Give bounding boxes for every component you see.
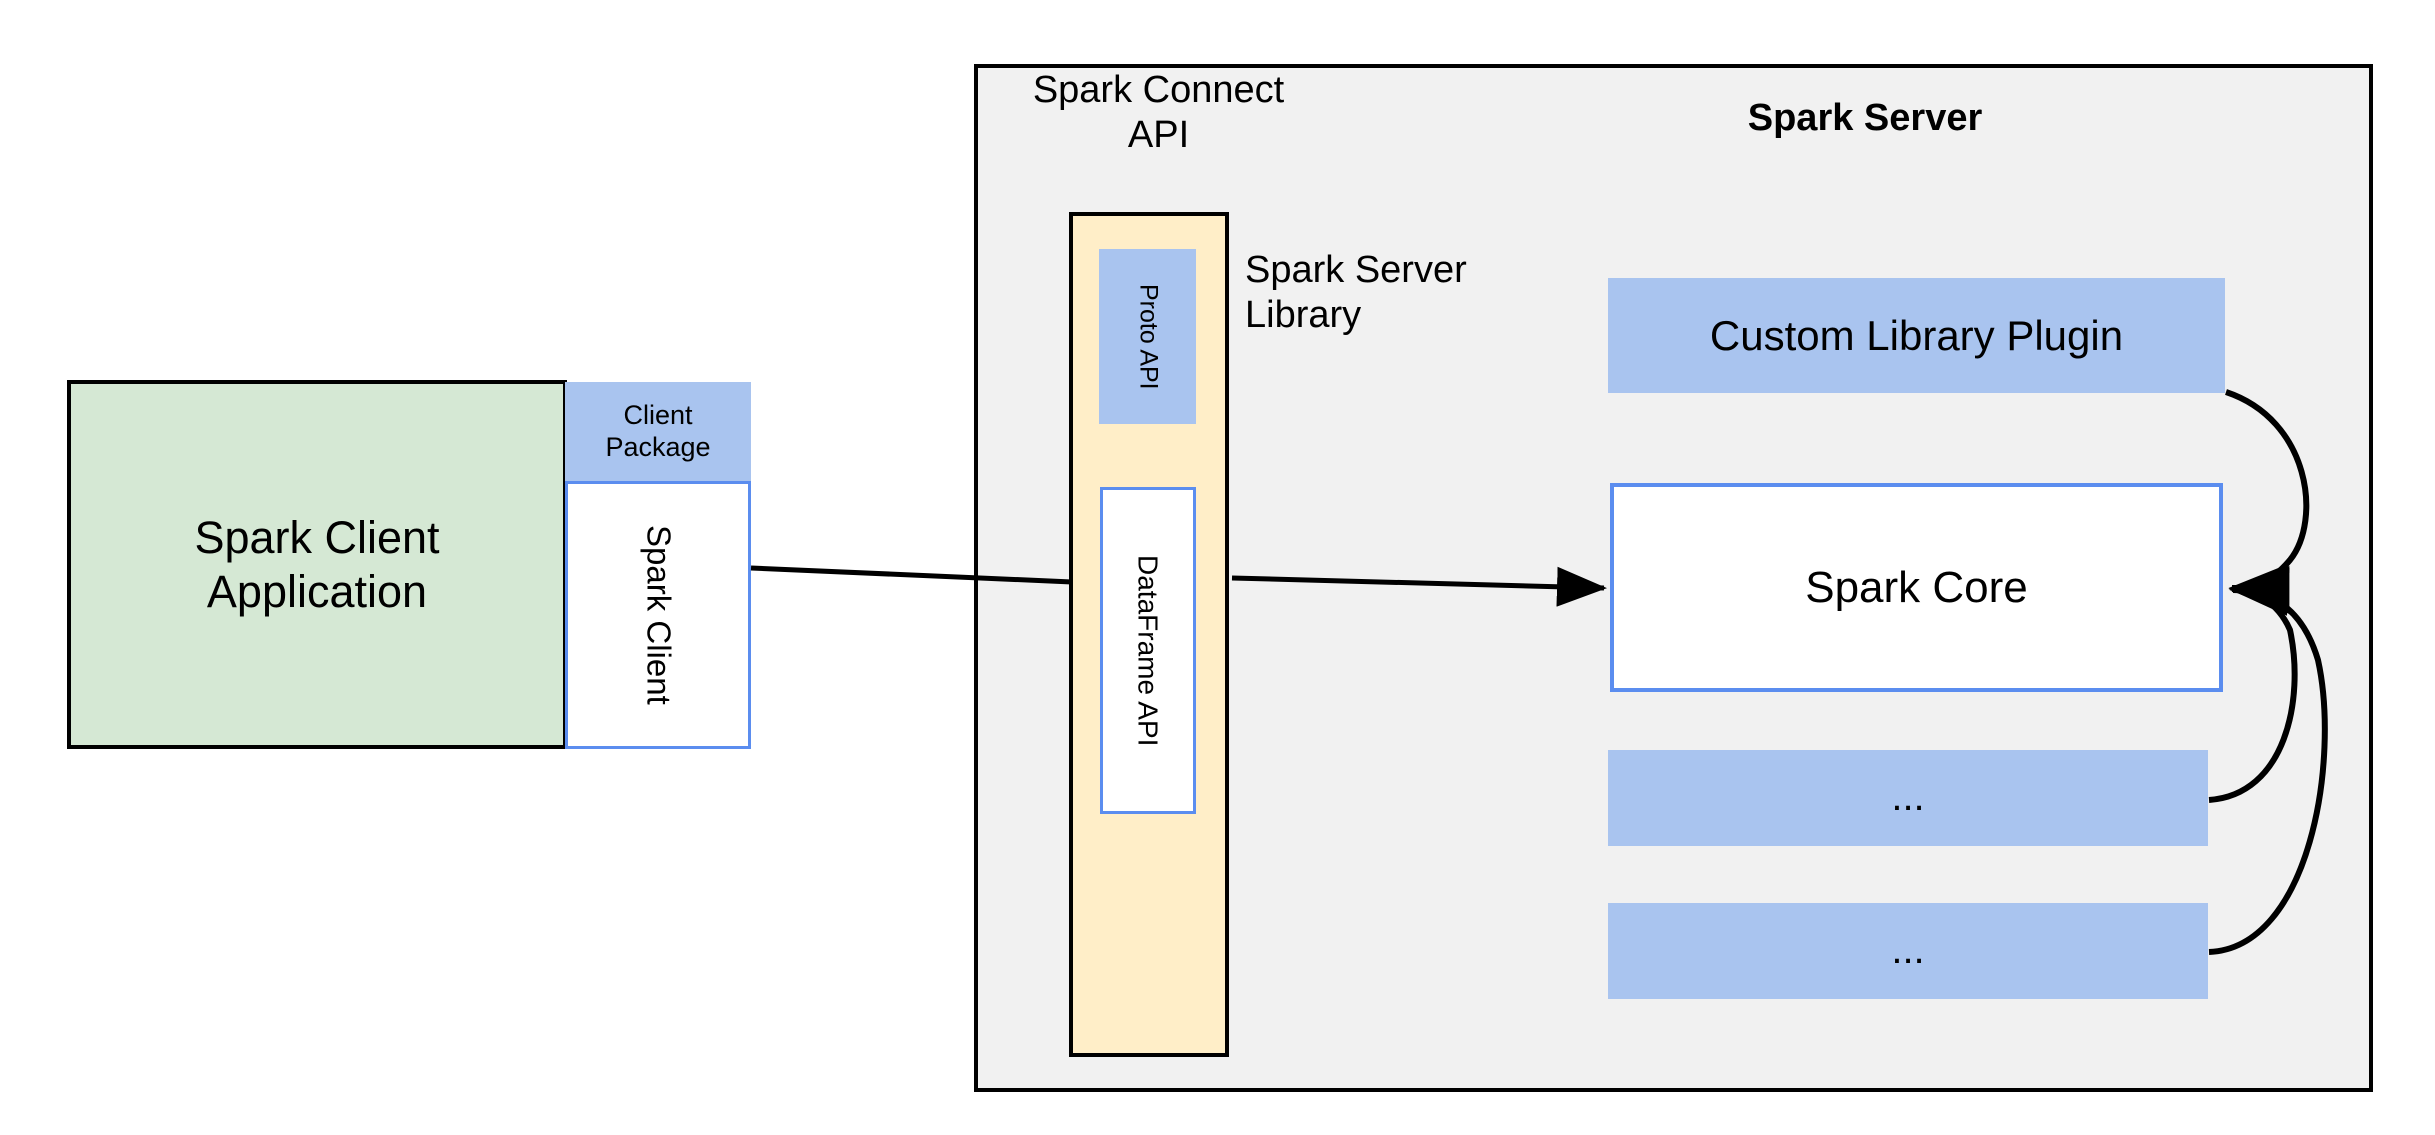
ellipsis-box-2: ... (1608, 903, 2208, 999)
spark-core-box: Spark Core (1610, 483, 2223, 692)
client-package-box: Client Package (565, 382, 751, 481)
spark-server-title: Spark Server (1747, 96, 1983, 139)
spark-client-label: Spark Client (640, 525, 678, 705)
spark-connect-api-label: Spark Connect API (1032, 69, 1285, 156)
dataframe-api-box: DataFrame API (1100, 487, 1196, 814)
spark-client-application-box: Spark Client Application (67, 380, 567, 749)
custom-library-plugin-box: Custom Library Plugin (1608, 278, 2225, 393)
dataframe-api-label: DataFrame API (1132, 554, 1164, 747)
proto-api-box: Proto API (1099, 249, 1196, 424)
ellipsis-box-1: ... (1608, 750, 2208, 846)
proto-api-label: Proto API (1134, 283, 1163, 390)
spark-client-box: Spark Client (565, 481, 751, 749)
spark-server-library-label: Spark Server Library (1245, 249, 1467, 336)
